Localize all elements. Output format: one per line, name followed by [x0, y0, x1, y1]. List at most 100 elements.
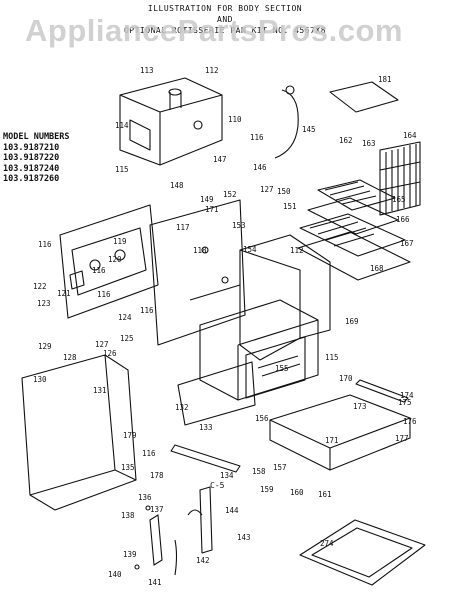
model-numbers-block: MODEL NUMBERS 103.9187210 103.9187220 10…	[3, 132, 70, 185]
part-callout: 143	[237, 533, 251, 542]
part-callout: 127	[95, 340, 109, 349]
part-callout: 155	[275, 364, 289, 373]
part-callout: 135	[121, 463, 135, 472]
part-callout: 114	[115, 121, 129, 130]
diagram-title-line-2: AND	[217, 15, 233, 24]
part-callout: 123	[37, 299, 51, 308]
part-callout: 174	[400, 391, 414, 400]
part-callout: 115	[325, 353, 339, 362]
part-callout: 167	[400, 239, 414, 248]
watermark-logo: AppliancePartsPros.com	[25, 13, 403, 48]
part-callout: 161	[318, 490, 332, 499]
kick-panel-134-drawing	[170, 444, 241, 473]
part-callout: 116	[38, 240, 52, 249]
part-callout: 132	[175, 403, 189, 412]
part-callout: 147	[213, 155, 227, 164]
part-callout: 116	[140, 306, 154, 315]
part-callout: 133	[199, 423, 213, 432]
part-callout: 140	[108, 570, 122, 579]
model-number: 103.9187210	[3, 142, 60, 153]
part-callout: 160	[290, 488, 304, 497]
part-callout: 163	[362, 139, 376, 148]
part-callout: 137	[150, 505, 164, 514]
part-callout: 157	[273, 463, 287, 472]
part-callout: 121	[57, 289, 71, 298]
part-callout: 110	[228, 115, 242, 124]
part-callout: 152	[223, 190, 237, 199]
control-panel-drawing	[59, 204, 159, 319]
part-callout: 158	[252, 467, 266, 476]
base-frame-drawing	[177, 361, 256, 426]
part-callout: 136	[138, 493, 152, 502]
part-callout: 171	[205, 205, 219, 214]
part-callout: 116	[97, 290, 111, 299]
part-callout: 130	[33, 375, 47, 384]
part-callout: 171	[325, 436, 339, 445]
pan-274-drawing	[299, 519, 426, 586]
part-callout: 169	[345, 317, 359, 326]
part-callout: 181	[378, 75, 392, 84]
part-callout: 146	[253, 163, 267, 172]
part-callout: 144	[225, 506, 239, 515]
part-callout: 173	[353, 402, 367, 411]
part-callout: 128	[63, 353, 77, 362]
part-callout: 151	[283, 202, 297, 211]
part-callout: 164	[403, 131, 417, 140]
oven-door-130-drawing	[21, 354, 137, 511]
part-callout: 150	[277, 187, 291, 196]
part-callout: 179	[123, 431, 137, 440]
part-callout: 156	[255, 414, 269, 423]
part-callout: 154	[243, 245, 257, 254]
diagram-title-line-3: OPTIONAL ROTISSERIE PAN KIT NO. 4567X8	[123, 26, 327, 35]
model-number: 103.9187260	[3, 174, 60, 184]
part-callout: 134	[220, 471, 234, 480]
oven-side-wrapper-drawing	[239, 234, 331, 361]
part-callout: 117	[176, 223, 190, 232]
part-callout: 125	[120, 334, 134, 343]
part-callout: 166	[396, 215, 410, 224]
part-callout: 145	[302, 125, 316, 134]
part-callout: 142	[196, 556, 210, 565]
part-callout: 126	[103, 349, 117, 358]
part-callout: 138	[121, 511, 135, 520]
part-callout: 112	[290, 246, 304, 255]
part-callout: 113	[140, 66, 154, 75]
part-callout: 112	[205, 66, 219, 75]
part-callout: 178	[150, 471, 164, 480]
broiler-pan-stack-drawing	[297, 179, 411, 281]
rotisserie-rod-drawing	[274, 89, 299, 159]
part-callout: 177	[395, 434, 409, 443]
part-callout: 148	[170, 181, 184, 190]
drawer-slide-174-drawing	[355, 379, 409, 403]
part-callout: 116	[92, 266, 106, 275]
part-callout: 122	[33, 282, 47, 291]
pan-181-drawing	[329, 81, 399, 113]
part-callout: 153	[232, 221, 246, 230]
part-callout: 168	[370, 264, 384, 273]
part-callout: 129	[38, 342, 52, 351]
part-callout: 139	[123, 550, 137, 559]
page-label: C-5	[210, 481, 225, 490]
part-callout: 274	[320, 539, 334, 548]
drawer-161-drawing	[269, 394, 411, 471]
part-callout: 127	[260, 185, 274, 194]
part-callout: 141	[148, 578, 162, 587]
part-callout: 131	[93, 386, 107, 395]
model-number: 103.9187220	[3, 153, 60, 163]
part-callout: 119	[113, 237, 127, 246]
broil-rack-164-drawing	[379, 141, 421, 216]
diagram-title-line-1: ILLUSTRATION FOR BODY SECTION	[147, 4, 303, 13]
part-callout: 118	[193, 246, 207, 255]
part-callout: 159	[260, 485, 274, 494]
part-callout: 165	[392, 195, 406, 204]
part-callout: 116	[142, 449, 156, 458]
part-callout: 162	[339, 136, 353, 145]
oven-liner-drawing	[199, 299, 319, 401]
model-number: 103.9187240	[3, 163, 60, 174]
part-callout: 115	[115, 165, 129, 174]
part-number-callouts: 113 112 114 110 116 145 181 115 147 146 162 163 164 1…	[33, 66, 417, 587]
door-hinge-parts-drawing	[134, 486, 213, 576]
part-callout: 170	[339, 374, 353, 383]
oven-back-panel-drawing	[149, 199, 246, 346]
